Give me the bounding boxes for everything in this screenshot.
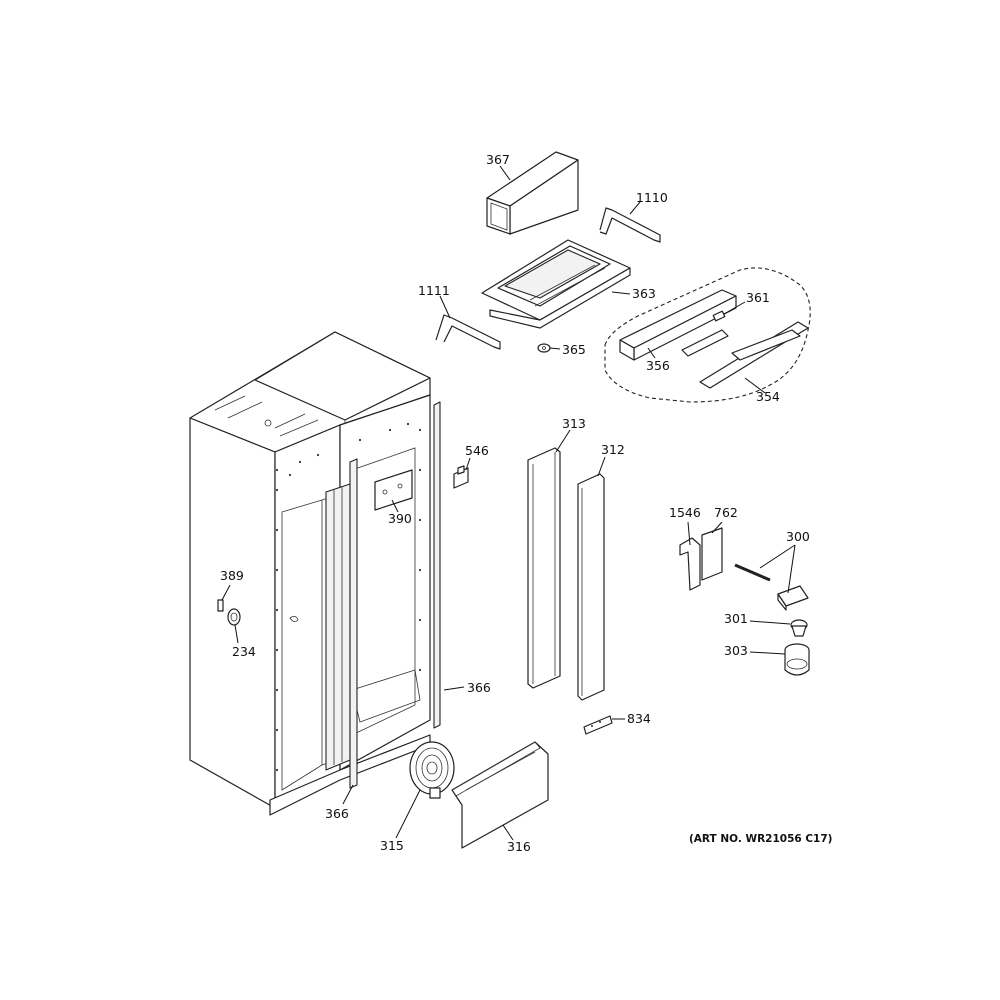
mullion-313: [527, 447, 561, 689]
control-assembly-group: [604, 267, 811, 403]
cup-301: [790, 619, 808, 637]
bracket-1110: [599, 207, 661, 243]
callout-366-right: 366: [467, 680, 491, 695]
callout-300: 300: [786, 529, 810, 544]
callout-546: 546: [465, 443, 489, 458]
callout-354: 354: [756, 389, 780, 404]
callout-316: 316: [507, 839, 531, 854]
callout-834: 834: [627, 711, 651, 726]
callout-366-left: 366: [325, 806, 349, 821]
callout-234: 234: [232, 644, 256, 659]
callout-361: 361: [746, 290, 770, 305]
callout-301: 301: [724, 611, 748, 626]
side-clip: [217, 599, 224, 612]
callout-365: 365: [562, 342, 586, 357]
container-303: [784, 643, 810, 676]
callout-312: 312: [601, 442, 625, 457]
air-duct: [486, 151, 579, 235]
callout-363: 363: [632, 286, 656, 301]
sensor-834: [583, 715, 613, 735]
callout-1110: 1110: [636, 190, 668, 205]
leader-lines: [221, 165, 796, 841]
dispenser-300: [734, 563, 809, 611]
side-grommet: [227, 608, 241, 626]
callout-315: 315: [380, 838, 404, 853]
screw-365: [537, 343, 551, 353]
fan-motor-315: [409, 741, 455, 799]
bracket-1111: [435, 314, 501, 350]
mullion-312: [577, 473, 605, 701]
callout-356: 356: [646, 358, 670, 373]
evaporator-cover: [481, 239, 631, 329]
art-number: (ART NO. WR21056 C17): [689, 833, 832, 845]
callout-390: 390: [388, 511, 412, 526]
panel-316: [451, 741, 549, 849]
callout-313: 313: [562, 416, 586, 431]
callout-1546: 1546: [669, 505, 701, 520]
callout-367: 367: [486, 152, 510, 167]
callout-303: 303: [724, 643, 748, 658]
insulation-762: [701, 527, 723, 581]
gasket-strips: [349, 401, 441, 789]
switch-546: [453, 465, 469, 489]
bracket-1546: [679, 537, 701, 591]
mounting-plate: [374, 469, 413, 511]
callout-389: 389: [220, 568, 244, 583]
callout-762: 762: [714, 505, 738, 520]
callout-1111: 1111: [418, 283, 450, 298]
callout-labels: 367 1110 363 1111 365 361 356 354 546 31…: [220, 152, 832, 854]
